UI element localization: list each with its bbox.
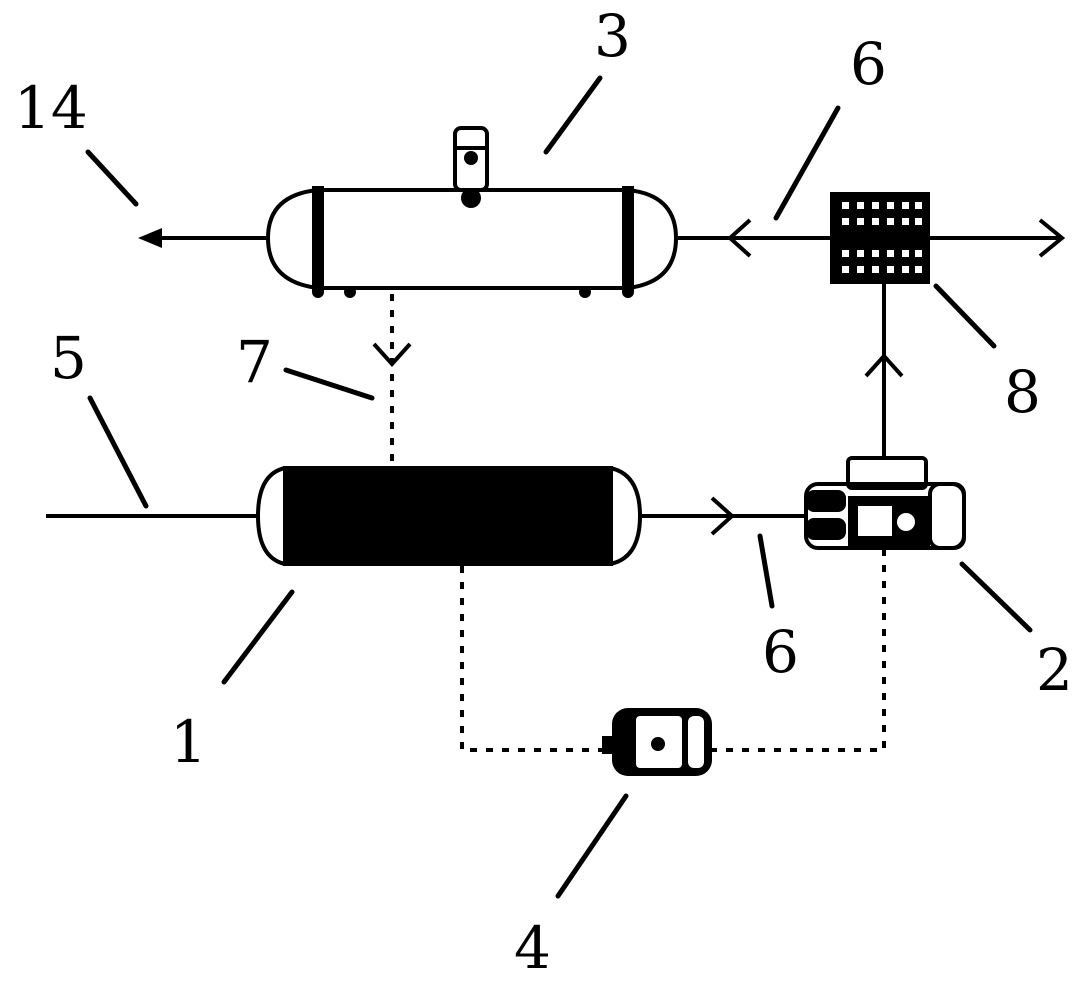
vessel-1-right-head <box>609 466 643 566</box>
device-8-grid <box>842 202 922 273</box>
leader-7 <box>283 367 375 401</box>
vessel-3-foot <box>312 286 324 298</box>
leader-2 <box>959 561 1033 633</box>
outlet-14-arrow-icon <box>138 228 162 248</box>
label-7: 7 <box>236 328 273 396</box>
leader-6-top <box>773 105 841 221</box>
pipe-6-bottom-arrow-icon <box>710 496 735 536</box>
leader-6-bottom <box>757 533 775 609</box>
signal-line-7-arrow-icon <box>372 342 412 367</box>
vessel-1 <box>255 466 643 566</box>
pipe-2-to-8-arrow-icon <box>864 353 904 378</box>
label-14: 14 <box>14 74 88 142</box>
device-2-port-lower <box>806 518 846 540</box>
vessel-3-foot <box>579 286 591 298</box>
label-8: 8 <box>1004 358 1041 426</box>
vessel-3-top-valve <box>453 126 489 208</box>
leader-5 <box>87 395 149 509</box>
leader-3 <box>543 75 603 155</box>
vessel-1-body <box>283 466 613 566</box>
device-2-end-cap <box>928 482 966 550</box>
vessel-3-right-flange <box>622 186 634 292</box>
label-5: 5 <box>50 324 87 392</box>
device-2-dial-icon <box>897 513 915 531</box>
label-6-bottom: 6 <box>762 618 799 686</box>
control-line-right <box>710 550 886 752</box>
vessel-3-left-flange <box>312 186 324 292</box>
label-1: 1 <box>170 708 207 776</box>
leader-14 <box>85 149 139 207</box>
device-4-side-panel <box>688 716 704 768</box>
vessel-3-left-head <box>265 188 319 290</box>
device-4-controller <box>602 708 712 776</box>
leader-1 <box>221 589 295 685</box>
right-outlet-arrow-icon <box>1038 218 1066 258</box>
device-2-top-box <box>846 456 928 490</box>
label-4: 4 <box>514 914 551 982</box>
device-2-port-upper <box>806 490 846 512</box>
device-2-window <box>858 506 892 536</box>
label-3: 3 <box>594 2 631 70</box>
device-2-pump <box>804 456 966 550</box>
vessel-1-left-head <box>255 466 286 566</box>
device-4-indicator-icon <box>651 737 665 751</box>
vessel-3-foot <box>344 286 356 298</box>
label-6-top: 6 <box>850 30 887 98</box>
vessel-3 <box>265 126 679 298</box>
label-2: 2 <box>1036 636 1073 704</box>
device-4-connector <box>602 736 616 754</box>
pipe-6-top-arrow-icon <box>727 218 752 258</box>
leader-8 <box>933 283 997 349</box>
vessel-3-foot <box>622 286 634 298</box>
control-line-left <box>460 566 615 752</box>
device-8-filter <box>830 192 930 284</box>
vessel-3-right-head <box>627 188 679 290</box>
leader-4 <box>555 793 629 899</box>
